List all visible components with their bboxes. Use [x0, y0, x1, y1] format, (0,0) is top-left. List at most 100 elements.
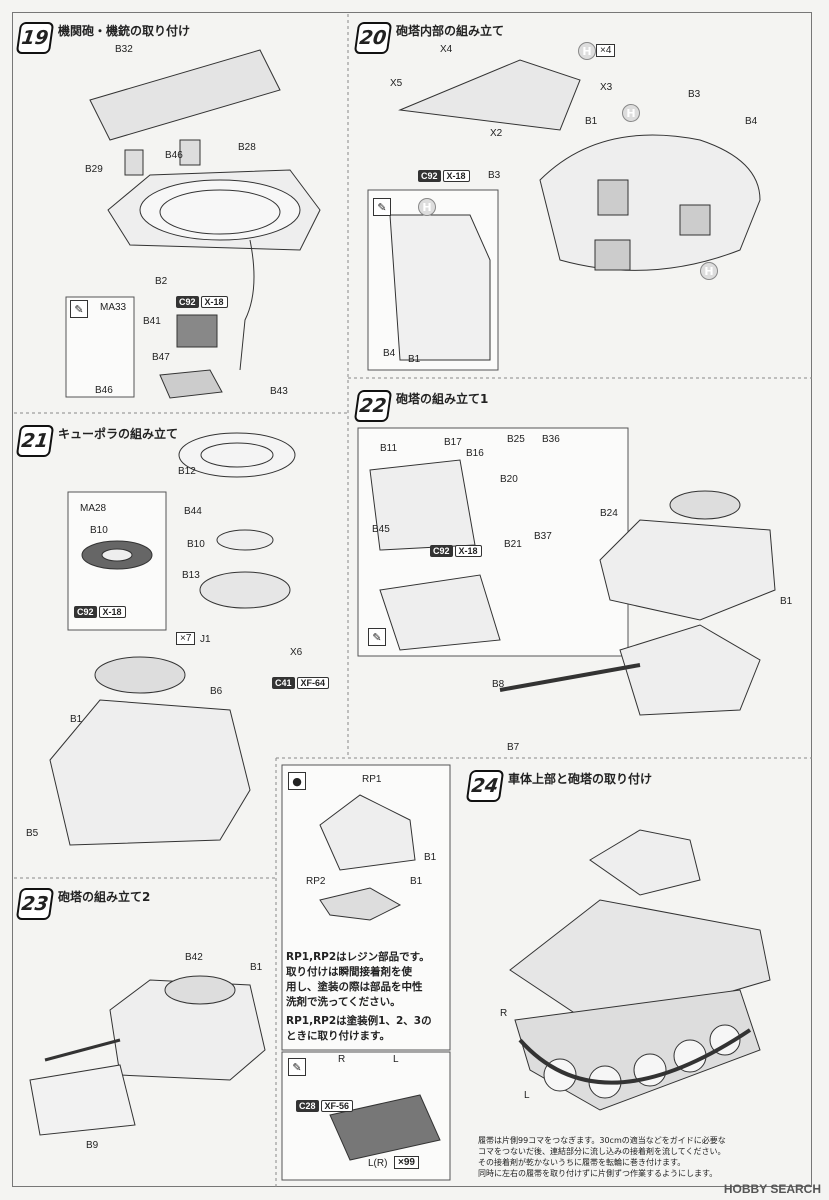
part-label: RP1 [362, 774, 382, 785]
track-l-label: L [393, 1054, 399, 1065]
part-label: B1 [250, 962, 263, 973]
step-19-number: 19 [15, 22, 55, 54]
step-21-number: 21 [15, 425, 55, 457]
part-label: B46 [165, 150, 183, 161]
step-23-title: 砲塔の組み立て2 [58, 890, 151, 904]
part-label: X6 [290, 647, 303, 658]
s23-drawing [29, 975, 266, 1136]
part-label: B24 [600, 508, 618, 519]
step-21-title: キューポラの組み立て [58, 427, 179, 441]
part-label: B37 [534, 531, 552, 542]
part-label: B11 [380, 443, 398, 454]
part-label: B3 [488, 170, 501, 181]
part-label: B45 [372, 524, 390, 535]
h-marker-icon: H [622, 104, 640, 122]
resin-note: ときに取り付けます。 [286, 1030, 390, 1042]
track-note: 履帯は片側99コマをつなぎます。30cmの適当などをガイドに必要な [478, 1136, 726, 1145]
step-20-title: 砲塔内部の組み立て [396, 24, 505, 38]
part-label: X2 [490, 128, 503, 139]
part-label: B42 [185, 952, 203, 963]
part-label: B36 [542, 434, 560, 445]
part-label: B32 [115, 44, 133, 55]
step-20-number: 20 [353, 22, 393, 54]
part-label: B1 [780, 596, 793, 607]
step-24-number: 24 [465, 770, 505, 802]
part-label: L [524, 1090, 530, 1101]
page-frame [12, 12, 812, 1187]
part-label: J1 [200, 634, 211, 645]
part-label: B43 [270, 386, 288, 397]
step-22-title: 砲塔の組み立て1 [396, 392, 489, 406]
part-label: B7 [507, 742, 520, 753]
part-label: B1 [70, 714, 83, 725]
part-label: B25 [507, 434, 525, 445]
step-23-number: 23 [15, 888, 55, 920]
watermark: HOBBY SEARCH [723, 1182, 821, 1196]
part-label: X4 [440, 44, 453, 55]
part-label: X5 [390, 78, 403, 89]
tank-drawing [509, 829, 771, 1111]
resin-note: RP1,RP2はレジン部品です。 [286, 951, 430, 963]
track-note: コマをつないだ後、連結部分に流し込みの接着剤を流してください。 [478, 1147, 726, 1156]
part-label: B12 [178, 466, 196, 477]
part-label: B13 [182, 570, 200, 581]
part-label: B21 [504, 539, 522, 550]
part-label: B4 [745, 116, 758, 127]
h-marker-icon: H [578, 42, 596, 60]
part-label: B29 [85, 164, 103, 175]
count-badge: ×7 [176, 632, 196, 645]
part-label: R [500, 1008, 508, 1019]
paint-brush-icon: ✎ [368, 628, 386, 646]
part-label: B2 [155, 276, 168, 287]
part-label: B46 [95, 385, 113, 396]
resin-note: RP1,RP2は塗装例1、2、3の [286, 1015, 432, 1027]
part-label: B16 [466, 448, 484, 459]
step-24-title: 車体上部と砲塔の取り付け [508, 772, 653, 786]
count-badge: ×99 [394, 1156, 419, 1169]
part-label: B1 [408, 354, 421, 365]
part-label: B1 [585, 116, 598, 127]
resin-drawing [281, 764, 451, 1181]
s22-drawing [357, 427, 776, 716]
step-19-title: 機関砲・機銃の取り付け [58, 24, 191, 38]
part-label: B41 [143, 316, 161, 327]
h-marker-icon: H [700, 262, 718, 280]
track-note: その接着剤が乾かないうちに履帯を転輪に巻き付けます。 [478, 1158, 686, 1167]
part-label: RP2 [306, 876, 326, 887]
part-label: B9 [86, 1140, 99, 1151]
part-label: B4 [383, 348, 396, 359]
glue-drop-icon: ● [288, 772, 306, 790]
part-label: B10 [187, 539, 205, 550]
part-label: X3 [600, 82, 613, 93]
part-label: B8 [492, 679, 505, 690]
part-label: B47 [152, 352, 170, 363]
part-label: B1 [424, 852, 437, 863]
paint-brush-icon: ✎ [70, 300, 88, 318]
step-22-number: 22 [353, 390, 393, 422]
part-label: B3 [688, 89, 701, 100]
paint-brush-icon: ✎ [373, 198, 391, 216]
resin-note: 用し、塗装の際は部品を中性 [286, 981, 423, 993]
part-label: MA28 [80, 503, 107, 514]
part-label: B10 [90, 525, 108, 536]
part-label: B20 [500, 474, 518, 485]
s21-drawing [49, 432, 296, 846]
track-note: 同時に左右の履帯を取り付けずに片側ずつ作業するようにします。 [478, 1169, 718, 1178]
h-marker-icon: H [418, 198, 436, 216]
track-r-label: R [338, 1054, 346, 1065]
count-badge: ×4 [596, 44, 616, 57]
track-lr-label: L(R) [368, 1158, 388, 1169]
part-label: B5 [26, 828, 39, 839]
resin-note: 取り付けは瞬間接着剤を使 [286, 966, 412, 978]
s20-drawing [367, 59, 761, 371]
part-label: MA33 [100, 302, 127, 313]
part-label: B1 [410, 876, 423, 887]
part-label: B28 [238, 142, 256, 153]
